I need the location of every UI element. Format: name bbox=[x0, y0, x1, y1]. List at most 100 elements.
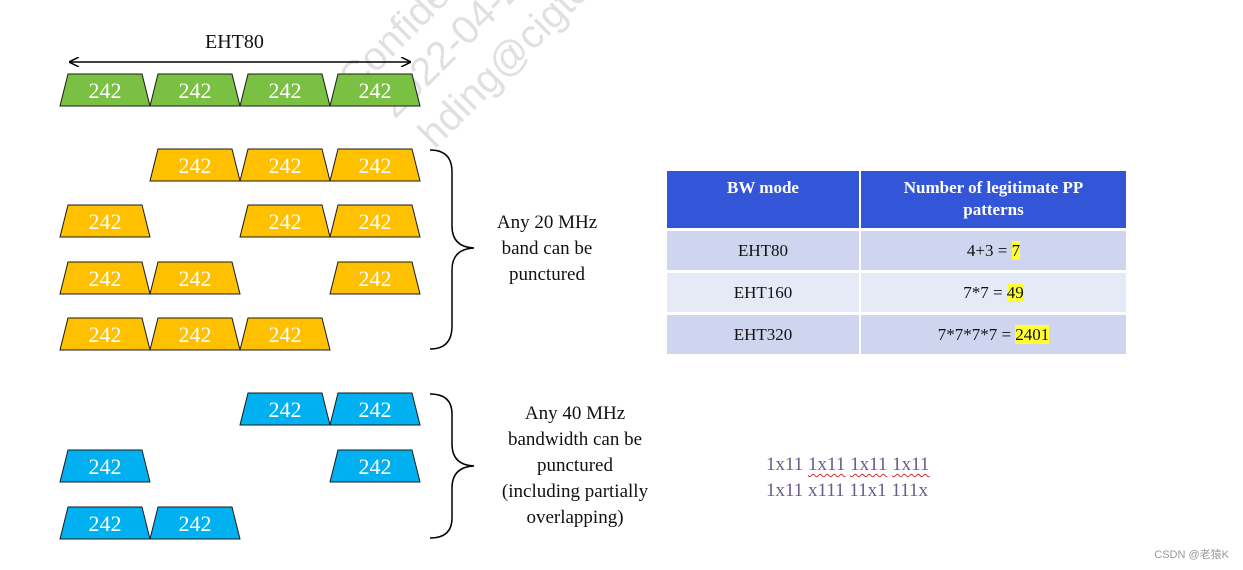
count-expr: 7*7 = bbox=[963, 282, 1007, 302]
block-shape bbox=[329, 73, 421, 107]
cell-count: 7*7*7*7 = 2401 bbox=[861, 315, 1128, 357]
ru-242-block: 242 bbox=[329, 73, 421, 107]
pattern-token: 1x11 bbox=[892, 454, 930, 475]
ru-242-block: 242 bbox=[329, 204, 421, 238]
ru-242-block: 242 bbox=[59, 506, 151, 540]
count-result: 2401 bbox=[1015, 324, 1050, 344]
eht80-label: EHT80 bbox=[205, 31, 264, 53]
block-label: 242 bbox=[359, 209, 392, 234]
block-shape bbox=[59, 204, 151, 238]
ru-242-block: 242 bbox=[149, 317, 241, 351]
block-shape bbox=[149, 261, 241, 295]
pp-patterns-table: BW mode Number of legitimate PP patterns… bbox=[667, 171, 1128, 357]
block-label: 242 bbox=[89, 209, 122, 234]
count-expr: 4+3 = bbox=[966, 240, 1012, 260]
ru-242-block: 242 bbox=[149, 261, 241, 295]
block-label: 242 bbox=[89, 322, 122, 347]
ru-242-block: 242 bbox=[59, 261, 151, 295]
table-row: EHT320 7*7*7*7 = 2401 bbox=[667, 315, 1128, 357]
pattern-token: 1x11 bbox=[850, 454, 888, 475]
ru-242-block: 242 bbox=[239, 148, 331, 182]
table-row: EHT80 4+3 = 7 bbox=[667, 231, 1128, 273]
ru-242-block: 242 bbox=[239, 317, 331, 351]
header-bw-mode: BW mode bbox=[667, 171, 861, 231]
ru-242-block: 242 bbox=[149, 73, 241, 107]
block-label: 242 bbox=[359, 397, 392, 422]
block-label: 242 bbox=[359, 78, 392, 103]
block-shape bbox=[239, 148, 331, 182]
ru-242-block: 242 bbox=[59, 449, 151, 483]
block-shape bbox=[239, 392, 331, 426]
puncture-patterns-line-1: 1x11 1x11 1x11 1x11 bbox=[766, 454, 929, 476]
block-layer: 242 242 242 242 242 242 242 242 242 242 242 242 242 2… bbox=[59, 73, 421, 540]
block-label: 242 bbox=[359, 153, 392, 178]
caption-line: Any 20 MHz bbox=[496, 212, 598, 233]
brace-20mhz bbox=[429, 149, 475, 350]
block-shape bbox=[59, 506, 151, 540]
block-label: 242 bbox=[269, 153, 302, 178]
ru-242-block: 242 bbox=[59, 317, 151, 351]
ru-242-block: 242 bbox=[149, 506, 241, 540]
ru-242-block: 242 bbox=[149, 148, 241, 182]
ru-242-block: 242 bbox=[239, 73, 331, 107]
header-pp-count-text: Number of legitimate PP patterns bbox=[903, 178, 1084, 219]
cell-count: 7*7 = 49 bbox=[861, 273, 1128, 315]
block-label: 242 bbox=[89, 78, 122, 103]
block-label: 242 bbox=[89, 266, 122, 291]
cell-count: 4+3 = 7 bbox=[861, 231, 1128, 273]
count-result: 49 bbox=[1006, 282, 1024, 302]
ru-242-block: 242 bbox=[239, 392, 331, 426]
block-shape bbox=[239, 73, 331, 107]
ru-242-block: 242 bbox=[239, 204, 331, 238]
block-label: 242 bbox=[89, 511, 122, 536]
ru-242-block: 242 bbox=[329, 449, 421, 483]
block-shape bbox=[329, 204, 421, 238]
block-label: 242 bbox=[359, 266, 392, 291]
block-shape bbox=[149, 148, 241, 182]
block-label: 242 bbox=[359, 454, 392, 479]
block-label: 242 bbox=[89, 454, 122, 479]
block-shape bbox=[59, 261, 151, 295]
puncture-patterns-line-2: 1x11 x111 11x1 111x bbox=[766, 480, 929, 501]
caption-line: (including partially bbox=[501, 481, 649, 502]
block-shape bbox=[149, 317, 241, 351]
cell-mode: EHT80 bbox=[667, 231, 861, 273]
block-label: 242 bbox=[269, 209, 302, 234]
caption-line: band can be bbox=[501, 238, 593, 259]
block-label: 242 bbox=[179, 266, 212, 291]
block-label: 242 bbox=[269, 78, 302, 103]
credit-text: CSDN @老猿K bbox=[1154, 549, 1229, 561]
block-shape bbox=[239, 204, 331, 238]
caption-line: punctured bbox=[509, 264, 585, 285]
block-shape bbox=[59, 449, 151, 483]
caption-20mhz: Any 20 MHz band can be punctured bbox=[483, 210, 611, 288]
caption-line: bandwidth can be bbox=[507, 429, 642, 450]
count-result: 7 bbox=[1011, 240, 1021, 260]
block-label: 242 bbox=[269, 397, 302, 422]
caption-line: overlapping) bbox=[526, 507, 624, 528]
pattern-token: 1x11 bbox=[766, 454, 804, 475]
block-shape bbox=[59, 73, 151, 107]
cell-mode: EHT320 bbox=[667, 315, 861, 357]
block-shape bbox=[329, 392, 421, 426]
block-shape bbox=[329, 261, 421, 295]
count-expr: 7*7*7*7 = bbox=[937, 324, 1016, 344]
block-shape bbox=[329, 449, 421, 483]
block-label: 242 bbox=[179, 322, 212, 347]
ru-242-block: 242 bbox=[329, 261, 421, 295]
block-label: 242 bbox=[269, 322, 302, 347]
caption-line: Any 40 MHz bbox=[524, 403, 626, 424]
caption-40mhz: Any 40 MHz bandwidth can be punctured (i… bbox=[478, 401, 672, 531]
block-shape bbox=[329, 148, 421, 182]
ru-242-block: 242 bbox=[59, 73, 151, 107]
pattern-token: 1x11 bbox=[808, 454, 846, 475]
block-shape bbox=[59, 317, 151, 351]
header-pp-count: Number of legitimate PP patterns bbox=[861, 171, 1128, 231]
block-shape bbox=[149, 73, 241, 107]
ru-242-block: 242 bbox=[59, 204, 151, 238]
block-shape bbox=[149, 506, 241, 540]
caption-line: punctured bbox=[537, 455, 613, 476]
block-shape bbox=[239, 317, 331, 351]
table-row: EHT160 7*7 = 49 bbox=[667, 273, 1128, 315]
